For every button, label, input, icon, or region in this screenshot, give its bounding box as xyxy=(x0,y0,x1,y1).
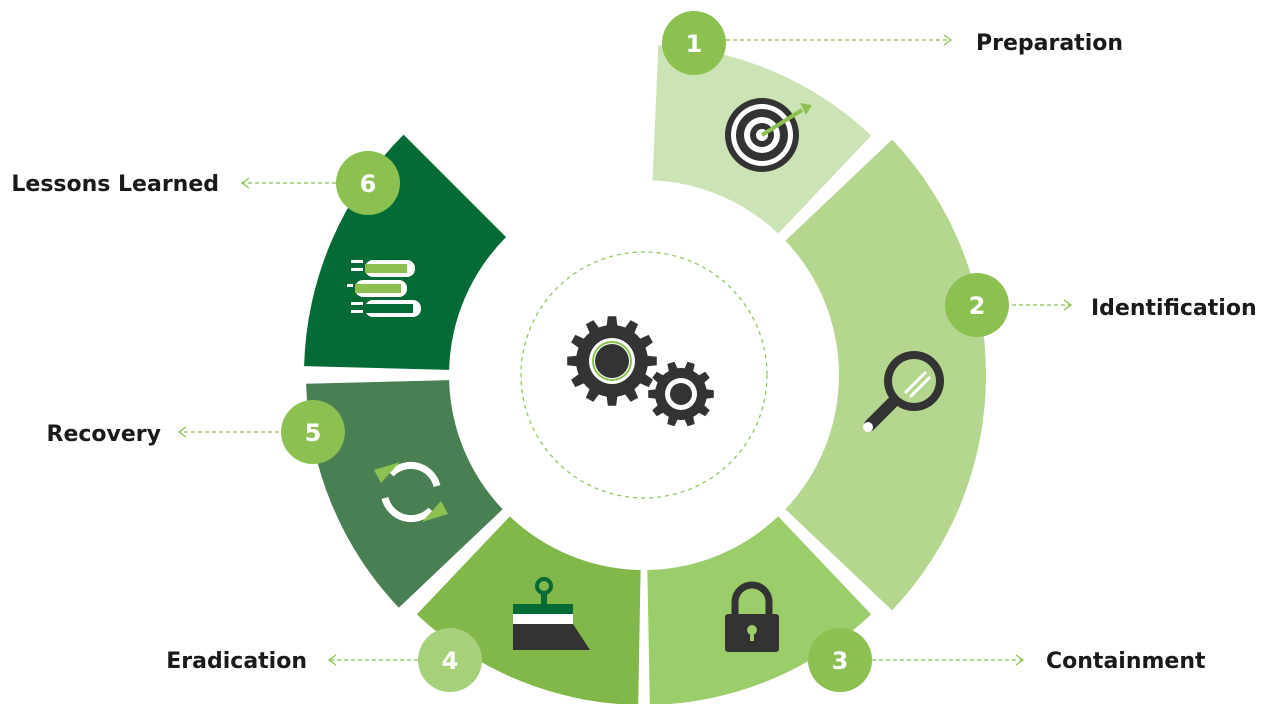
badge-5-number: 5 xyxy=(305,419,322,447)
segment-recovery xyxy=(306,380,503,608)
badge-2-number: 2 xyxy=(969,292,986,320)
books-icon xyxy=(347,260,421,317)
gears-icon xyxy=(567,316,714,427)
badge-3: 3 xyxy=(808,628,872,692)
target-icon xyxy=(725,98,812,172)
scraper-brush-icon xyxy=(513,577,590,650)
label-containment: Containment xyxy=(1046,649,1206,674)
magnifier-icon xyxy=(863,351,944,432)
step-badges: 1 2 3 4 5 6 xyxy=(281,11,1009,692)
badge-6-number: 6 xyxy=(360,170,377,198)
label-preparation: Preparation xyxy=(976,31,1124,56)
badge-3-number: 3 xyxy=(832,647,849,675)
label-eradication: Eradication xyxy=(166,649,307,674)
segment-lessons-learned xyxy=(304,134,507,370)
label-identification: Identification xyxy=(1091,296,1257,321)
label-recovery: Recovery xyxy=(46,422,161,447)
center-dashed-ring xyxy=(520,251,768,499)
badge-1: 1 xyxy=(662,11,726,75)
recycle-arrows-icon xyxy=(374,461,448,523)
connectors xyxy=(180,39,1070,661)
label-lessons-learned: Lessons Learned xyxy=(11,172,219,197)
badge-1-number: 1 xyxy=(686,30,703,58)
connector-arrowheads xyxy=(177,34,1073,666)
badge-4: 4 xyxy=(418,628,482,692)
badge-5: 5 xyxy=(281,400,345,464)
badge-6: 6 xyxy=(336,151,400,215)
badge-2: 2 xyxy=(945,273,1009,337)
badge-4-number: 4 xyxy=(442,647,459,675)
padlock-icon xyxy=(725,581,779,652)
